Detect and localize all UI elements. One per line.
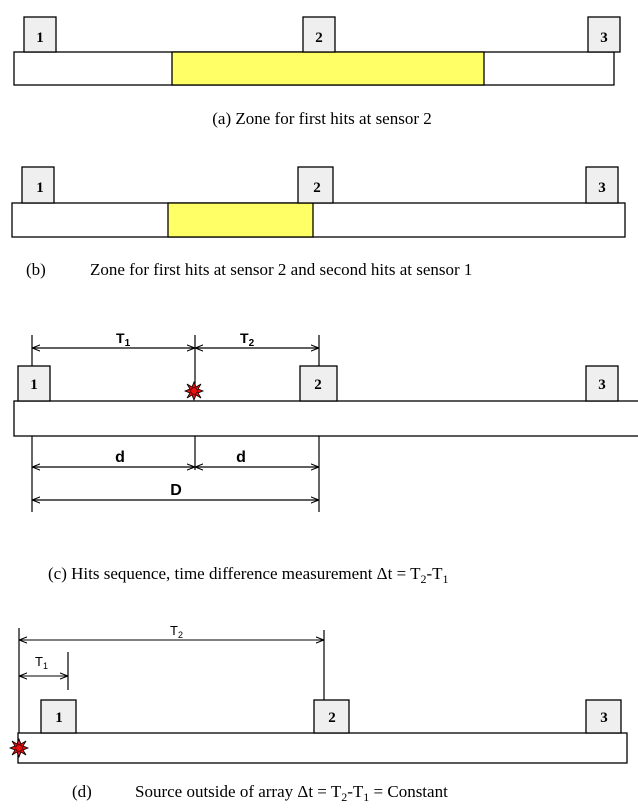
t1-label: T1: [35, 654, 48, 671]
sensor-2: [302, 16, 336, 53]
sensor-3-label: 3: [598, 180, 606, 196]
sensor-2: [313, 699, 350, 734]
sensor-2-label: 2: [313, 180, 321, 196]
sensor-1: [21, 166, 55, 204]
source-burst-icon: [8, 737, 30, 759]
sensor-3: [587, 16, 621, 53]
hit-zone: [167, 202, 314, 238]
caption-b-prefix: (b): [26, 260, 46, 279]
sensor-2-label: 2: [314, 377, 322, 393]
sensor-1-label: 1: [30, 377, 38, 393]
sensor-2: [297, 166, 334, 204]
t2-label: T2: [240, 330, 255, 349]
sensor-1: [17, 365, 51, 402]
sensor-1-label: 1: [55, 710, 63, 726]
sensor-2-label: 2: [315, 30, 323, 46]
caption-d-prefix: (d): [72, 782, 92, 801]
sensor-3-label: 3: [598, 377, 606, 393]
source-burst-icon: [183, 380, 205, 402]
panel-d: T2 T1 1 2 3 (d) Source outside of array …: [8, 623, 628, 804]
sensor-2: [299, 365, 338, 402]
bar: [13, 400, 638, 437]
sensor-1: [40, 699, 77, 734]
panel-b: 1 2 3 (b) Zone for first hits at sensor …: [11, 166, 626, 279]
caption-b: Zone for first hits at sensor 2 and seco…: [90, 260, 472, 279]
d-left-label: d: [115, 449, 125, 466]
sensor-1: [23, 16, 57, 53]
sensor-3-label: 3: [600, 710, 608, 726]
bar: [11, 202, 626, 238]
hit-zone: [171, 51, 485, 86]
sensor-3-label: 3: [600, 30, 608, 46]
panel-a: 1 2 3 (a) Zone for first hits at sensor …: [13, 16, 621, 128]
d-right-label: d: [236, 449, 246, 466]
sensor-3: [585, 166, 619, 204]
t2-label: T2: [170, 623, 183, 640]
sensor-1-label: 1: [36, 30, 44, 46]
caption-d: Source outside of array Δt = T2-T1 = Con…: [135, 782, 448, 804]
sensor-2-label: 2: [328, 710, 336, 726]
sensor-3: [585, 699, 622, 734]
t1-label: T1: [116, 330, 131, 349]
bar: [17, 732, 628, 764]
panel-c: T1 T2 1 2 3 d d D (c) Hits sequence, tim…: [13, 330, 638, 586]
sensor-3: [585, 365, 619, 402]
caption-c: (c) Hits sequence, time difference measu…: [48, 564, 449, 586]
D-label: D: [170, 482, 182, 499]
caption-a: (a) Zone for first hits at sensor 2: [212, 109, 432, 128]
sensor-1-label: 1: [36, 180, 44, 196]
